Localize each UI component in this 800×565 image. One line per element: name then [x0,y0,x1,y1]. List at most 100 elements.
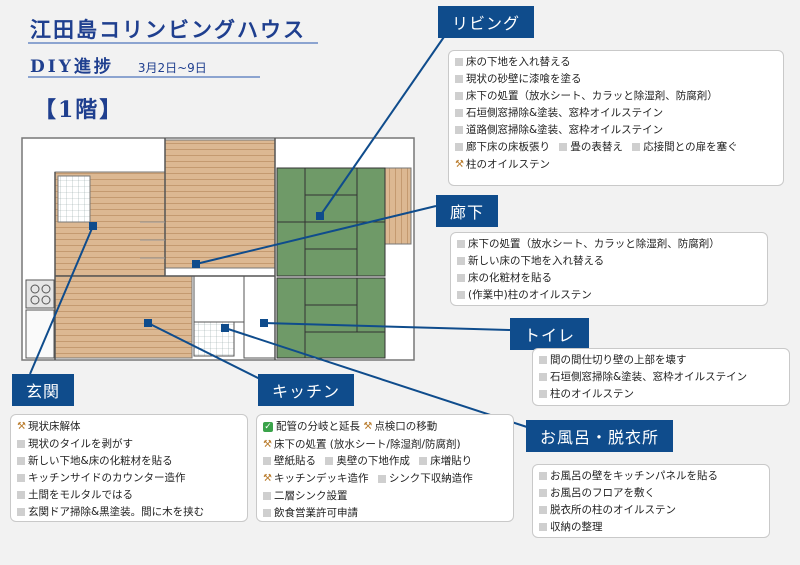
task-text: 応接間との扉を塞ぐ [643,141,738,153]
task-text: 新しい床の下地を入れ替える [468,255,605,267]
list-item: 二層シンク設置 [263,488,507,505]
toilet-room [193,275,245,323]
checkbox-icon [539,373,547,381]
task-text: 土間をモルタルではる [28,488,133,501]
checkbox-icon [455,109,463,117]
living-task-list: 床の下地を入れ替える 現状の砂壁に漆喰を塗る 床下の処置（放水シート、カラッと除… [448,50,784,186]
checkbox-icon [17,473,25,482]
task-text: 玄関ドア掃除&黒塗装。間に木を挟む [28,505,205,518]
task-text: 奥壁の下地作成 [336,455,410,467]
task-text: 床の下地を入れ替える [466,56,571,68]
kitchen-floor [54,275,193,359]
list-item: ⚒現状床解体 [17,418,241,436]
floor-label: 【1階】 [34,97,124,123]
hammer-icon: ⚒ [263,438,272,450]
list-item: ⚒キッチンデッキ造作 シンク下収納造作 [263,470,507,488]
list-item: 新しい下地&床の化粧材を貼る [17,453,241,470]
checkbox-icon [455,75,463,83]
checkbox-icon [377,474,386,483]
list-item: 飲食営業許可申請 [263,505,507,522]
burner [30,295,40,305]
task-text: 廊下床の床板張り [466,141,550,153]
checkbox-icon [17,456,25,465]
list-item: 床下の処置（放水シート、カラッと除湿剤、防腐剤） [455,88,777,105]
checkbox-icon [419,457,428,465]
entrance-task-list: ⚒現状床解体 現状のタイルを剥がす 新しい下地&床の化粧材を貼る キッチンサイド… [10,414,248,522]
task-text: 石垣側窓掃除&塗装、窓枠オイルステイン [466,107,664,119]
task-text: 収納の整理 [550,521,603,533]
checkbox-icon [263,508,271,517]
list-item: キッチンサイドのカウンター造作 [17,470,241,487]
checkbox-icon [325,457,334,465]
list-item: 新しい床の下地を入れ替える [457,253,761,270]
list-item: 床の下地を入れ替える [455,54,777,71]
list-item: 床の化粧材を貼る [457,270,761,287]
checkbox-icon [455,58,463,66]
leader-marker [316,212,324,220]
list-item: 石垣側窓掃除&塗装、窓枠オイルステイン [539,369,783,386]
list-item: 収納の整理 [539,519,763,536]
label-bath: お風呂・脱衣所 [526,420,674,452]
stove [25,279,55,309]
checkbox-icon [263,457,271,465]
task-text: 現状の砂壁に漆喰を塗る [466,73,582,85]
task-text: 新しい下地&床の化粧材を貼る [28,454,173,467]
checkbox-icon [457,274,465,282]
leader-marker [192,260,200,268]
checkbox-icon [539,489,547,497]
checkbox-icon [632,143,641,151]
leader-line [147,322,263,381]
burner [41,295,51,305]
leader-line [29,225,94,375]
checkbox-icon [457,257,465,265]
leader-marker [89,222,97,230]
room-upper-center [164,139,276,269]
checkbox-icon [457,291,465,299]
list-item: 道路側窓掃除&塗装、窓枠オイルステイン [455,122,777,139]
list-item: 壁紙貼る 奥壁の下地作成 床増貼り [263,453,507,470]
task-text: お風呂のフロアを敷く [550,487,655,499]
leader-marker [144,319,152,327]
task-text: 床下の処置 (放水シート/除湿剤/防腐剤) [273,438,461,450]
title-underline [28,42,318,44]
list-item: (作業中)柱のオイルステン [457,287,761,304]
task-text: シンク下収納造作 [388,472,473,485]
bath-task-list: お風呂の壁をキッチンパネルを貼る お風呂のフロアを敷く 脱衣所の柱のオイルステン… [532,464,770,538]
hallway-task-list: 床下の処置（放水シート、カラッと除湿剤、防腐剤） 新しい床の下地を入れ替える 床… [450,232,768,306]
leader-line [195,205,437,265]
task-text: 柱のオイルステン [550,388,634,400]
subtitle-underline [28,76,260,78]
entrance-tile [57,175,91,223]
task-text: 飲食営業許可申請 [274,506,358,519]
task-text: 間の間仕切り壁の上部を壊す [550,354,687,366]
checkbox-icon [263,491,271,500]
label-kitchen: キッチン [258,374,355,406]
tatami-second-room [276,277,386,359]
list-item: 現状のタイルを剥がす [17,436,241,453]
checkbox-icon [559,143,568,151]
task-text: 配管の分岐と延長 [276,420,360,433]
list-item: 石垣側窓掃除&塗装、窓枠オイルステイン [455,105,777,122]
hammer-icon: ⚒ [363,421,373,432]
checkbox-icon [539,472,547,480]
kitchen-task-list: ✓配管の分岐と延長 ⚒点検口の移動 ⚒床下の処置 (放水シート/除湿剤/防腐剤)… [256,414,514,522]
label-toilet: トイレ [510,318,590,350]
leader-line [263,322,511,331]
checkbox-icon [17,507,25,516]
list-item: 柱のオイルステン [539,386,783,403]
toilet-task-list: 間の間仕切り壁の上部を壊す 石垣側窓掃除&塗装、窓枠オイルステイン 柱のオイルス… [532,348,790,406]
task-text: 床の化粧材を貼る [468,272,552,284]
dressing-room [243,275,276,359]
list-item: 玄関ドア掃除&黒塗装。間に木を挟む [17,504,241,521]
list-item: 廊下床の床板張り 畳の表替え 応接間との扉を塞ぐ [455,139,777,156]
progress-title: DIY進捗 [30,57,114,77]
checkbox-icon [539,390,547,398]
list-item: 床下の処置（放水シート、カラッと除湿剤、防腐剤） [457,236,761,253]
task-text: 石垣側窓掃除&塗装、窓枠オイルステイン [550,371,748,383]
task-text: 床下の処置（放水シート、カラッと除湿剤、防腐剤） [468,238,720,250]
task-text: 床増貼り [430,455,473,467]
hammer-icon: ⚒ [17,421,26,432]
checkbox-icon [455,126,463,134]
label-entrance: 玄関 [12,374,75,406]
